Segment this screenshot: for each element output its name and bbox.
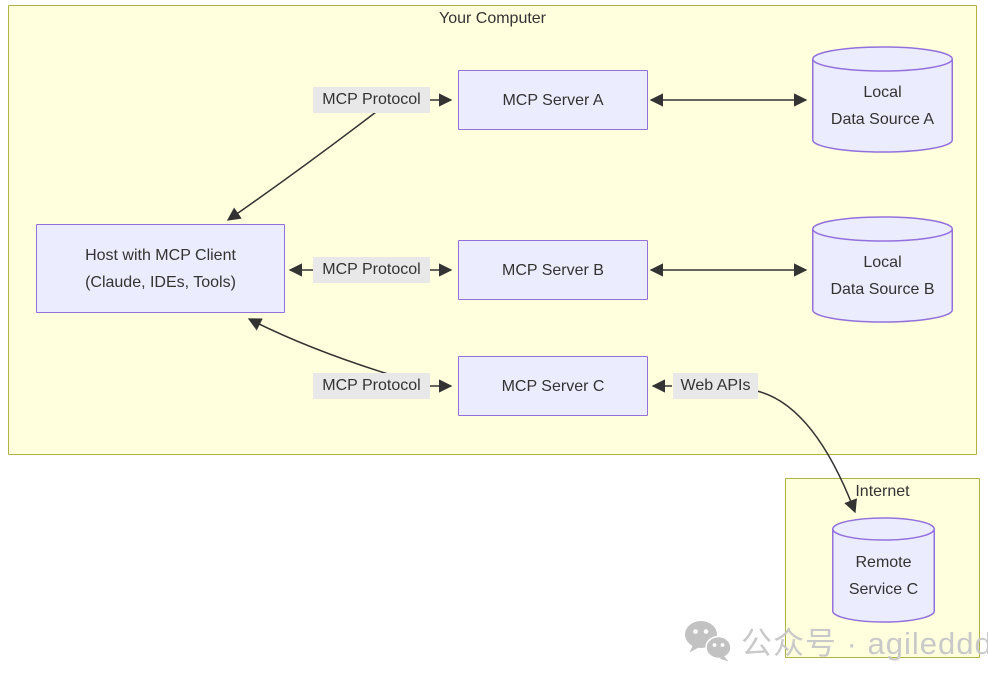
node-local-data-source-b-line2: Data Source B [830,280,935,298]
node-mcp-server-b: MCP Server B [458,240,648,300]
edge-label-mcp-protocol-c: MCP Protocol [313,373,430,399]
edge-label-mcp-protocol-b: MCP Protocol [313,257,430,283]
node-host-label-line1: Host with MCP Client [85,246,236,264]
group-your-computer-title: Your Computer [438,10,547,27]
node-host-label-line2: (Claude, IDEs, Tools) [85,273,236,291]
edge-label-web-apis: Web APIs [673,373,758,399]
node-local-data-source-b: Local Data Source B [812,216,953,323]
node-mcp-server-c: MCP Server C [458,356,648,416]
node-local-data-source-a-line2: Data Source A [830,110,935,128]
node-local-data-source-a: Local Data Source A [812,46,953,153]
cylinder-shape [812,46,953,153]
edge-label-mcp-protocol-a: MCP Protocol [313,87,430,113]
cylinder-shape [812,216,953,323]
node-remote-service-c-line2: Service C [848,581,919,598]
group-internet-title: Internet [855,483,910,500]
node-mcp-server-c-label: MCP Server C [501,377,605,395]
watermark-text: 公众号 · agileddd [741,626,988,661]
node-mcp-server-a-label: MCP Server A [502,91,604,109]
watermark: 公众号 · agileddd [684,618,988,663]
node-remote-service-c-line1: Remote [855,554,912,571]
node-local-data-source-b-line1: Local [863,253,902,271]
wechat-icon [685,620,732,661]
node-mcp-server-a: MCP Server A [458,70,648,130]
cylinder-shape [832,517,935,623]
node-host: Host with MCP Client (Claude, IDEs, Tool… [36,224,285,313]
node-local-data-source-a-line1: Local [863,83,902,101]
node-mcp-server-b-label: MCP Server B [502,261,604,279]
node-remote-service-c: Remote Service C [832,517,935,623]
